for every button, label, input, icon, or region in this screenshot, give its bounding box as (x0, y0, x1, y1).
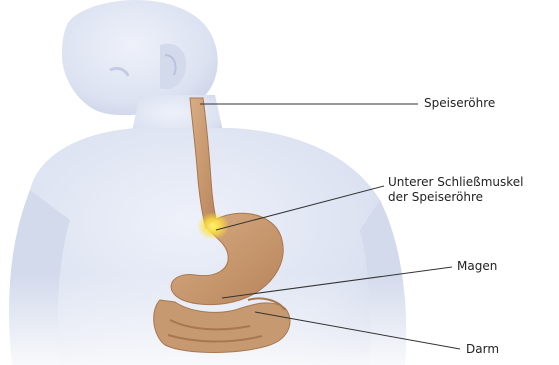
label-schliessmuskel-line1: Unterer Schließmuskel (388, 175, 524, 190)
label-schliessmuskel-line2: der Speiseröhre (388, 190, 524, 205)
label-magen: Magen (457, 259, 497, 274)
label-speiseroehre: Speiseröhre (424, 96, 495, 111)
label-schliessmuskel: Unterer Schließmuskel der Speiseröhre (388, 175, 524, 205)
sphincter-glow (197, 212, 229, 240)
label-darm: Darm (466, 342, 499, 357)
